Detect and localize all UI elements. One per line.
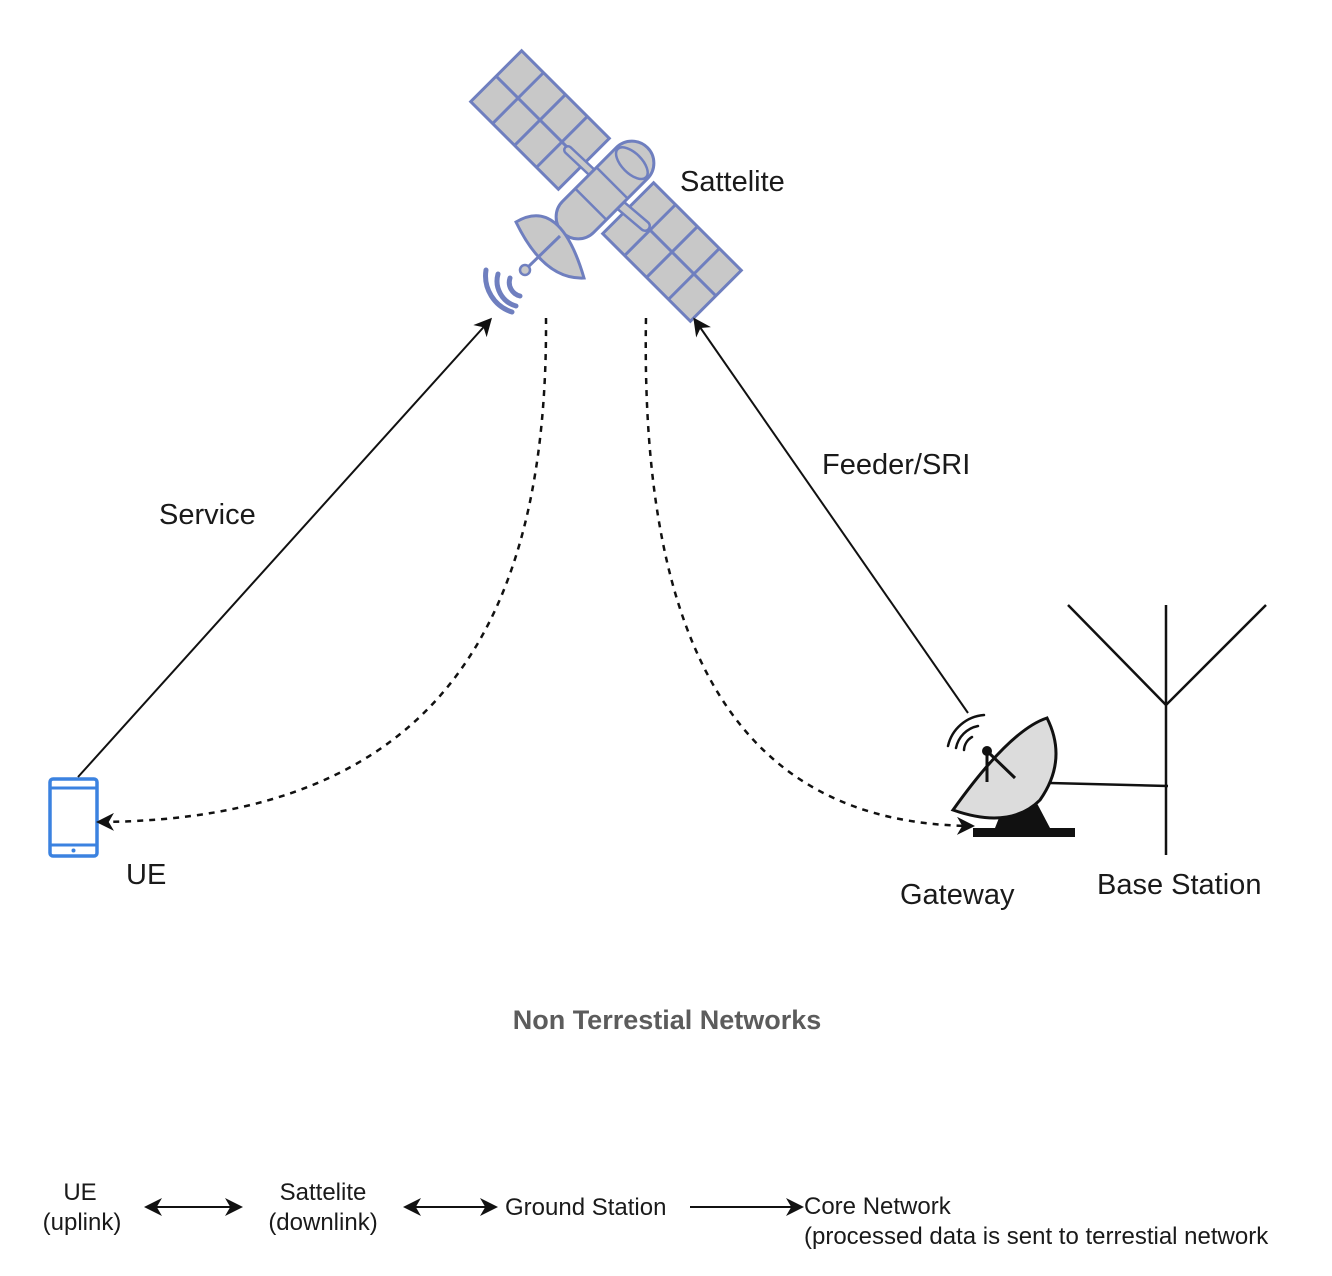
- ue-device-icon: [48, 777, 99, 858]
- feeder-link-arrow: [693, 317, 969, 714]
- feeder-label: Feeder/SRI: [822, 449, 970, 481]
- flow-core-line2: (processed data is sent to terrestial ne…: [804, 1223, 1269, 1250]
- gateway-signal-waves: [946, 713, 986, 752]
- diagram-caption: Non Terrestial Networks: [513, 1005, 822, 1035]
- flow-ue-line1: UE: [63, 1179, 96, 1206]
- base-station-label: Base Station: [1097, 869, 1261, 901]
- flow-ue-line2: (uplink): [43, 1209, 122, 1236]
- satellite-label: Sattelite: [680, 166, 785, 198]
- flow-satellite-line2: (downlink): [268, 1209, 377, 1236]
- downlink-dashed-arrow-ue: [96, 317, 548, 831]
- gateway-label: Gateway: [900, 879, 1015, 911]
- gateway-dish-icon: [946, 713, 1075, 837]
- satellite-dish: [514, 214, 586, 280]
- ue-label: UE: [126, 859, 166, 891]
- service-link-arrow: [77, 317, 493, 778]
- flow-satellite-line1: Sattelite: [280, 1179, 367, 1206]
- satellite-signal-waves: [483, 267, 523, 315]
- flow-ground-station: Ground Station: [505, 1194, 666, 1221]
- downlink-dashed-arrow-gateway: [644, 317, 975, 835]
- flow-core-line1: Core Network: [804, 1193, 952, 1220]
- service-label: Service: [159, 499, 256, 531]
- satellite-icon: [468, 48, 744, 324]
- base-station-antenna-icon: [1049, 604, 1267, 855]
